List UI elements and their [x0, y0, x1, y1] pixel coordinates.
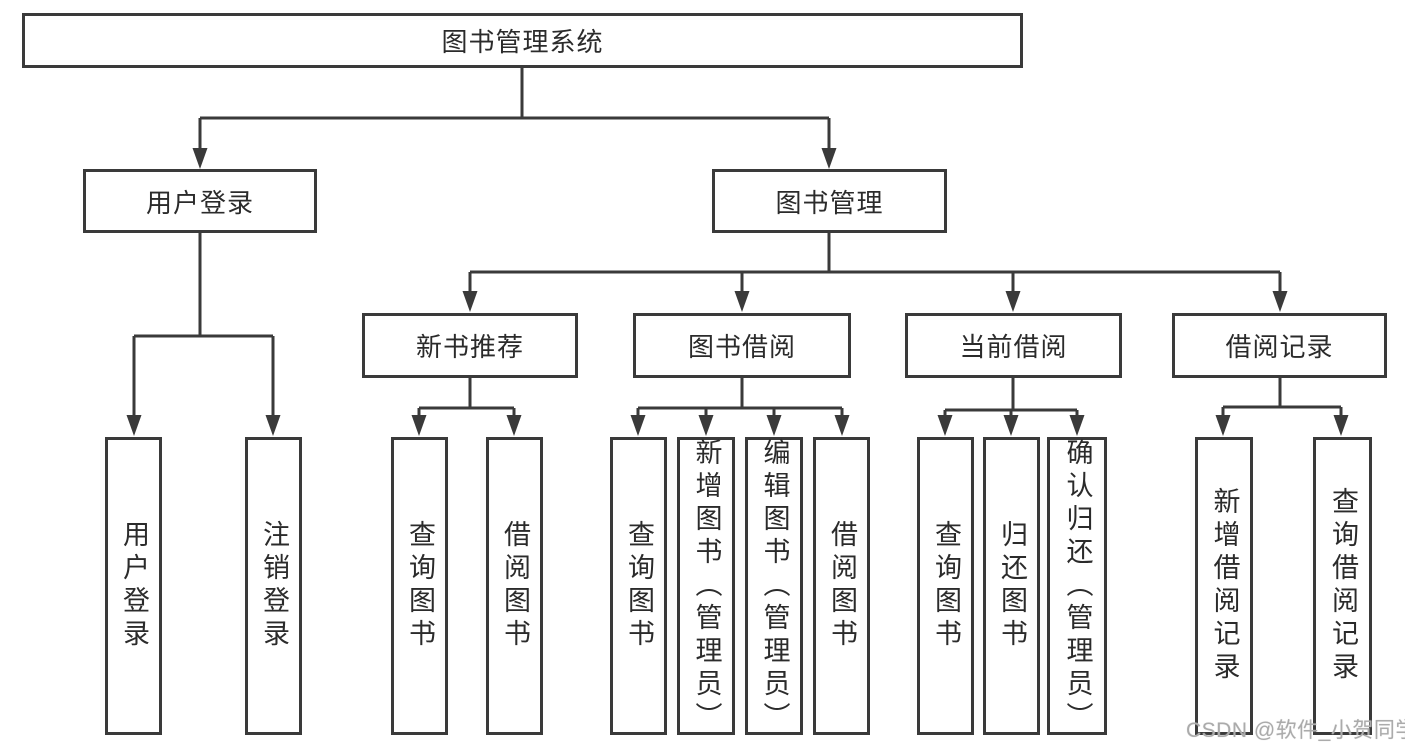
leaf-recommend-borrow-books: 借阅图书: [486, 437, 543, 735]
leaf-label: 借阅图书: [827, 520, 857, 652]
leaf-records-query-borrow-record: 查询借阅记录: [1313, 437, 1372, 735]
leaf-label: 查询图书: [931, 520, 961, 652]
leaf-label: 新增借阅记录: [1209, 487, 1240, 685]
node-label: 借阅记录: [1225, 332, 1334, 362]
leaf-borrow-query-books: 查询图书: [610, 437, 667, 735]
node-label: 当前借阅: [959, 332, 1068, 362]
leaf-label: 查询借阅记录: [1328, 487, 1358, 685]
leaf-label: 归还图书: [997, 520, 1027, 652]
leaf-current-return-books: 归还图书: [983, 437, 1040, 735]
node-label: 图书管理系统: [441, 27, 604, 57]
leaf-borrow-borrow-books: 借阅图书: [813, 437, 870, 735]
node-book-management: 图书管理: [712, 169, 947, 233]
leaf-label: 确认归还（管理员）: [1062, 437, 1093, 735]
node-user-login: 用户登录: [83, 169, 317, 233]
node-label: 新书推荐: [415, 332, 524, 362]
leaf-current-query-books: 查询图书: [917, 437, 974, 735]
leaf-label: 借阅图书: [500, 520, 530, 652]
leaf-borrow-edit-books-admin: 编辑图书（管理员）: [745, 437, 803, 735]
leaf-label: 查询图书: [405, 520, 435, 652]
node-borrowing-records: 借阅记录: [1172, 313, 1387, 378]
csdn-watermark: CSDN @软件_小贺同学: [1186, 719, 1405, 742]
leaf-logout: 注销登录: [245, 437, 302, 735]
node-new-book-recommendation: 新书推荐: [362, 313, 578, 378]
leaf-records-add-borrow-record: 新增借阅记录: [1195, 437, 1253, 735]
leaf-label: 编辑图书（管理员）: [759, 437, 790, 735]
leaf-label: 新增图书（管理员）: [691, 437, 722, 735]
leaf-recommend-query-books: 查询图书: [391, 437, 448, 735]
leaf-label: 注销登录: [259, 520, 289, 652]
node-label: 用户登录: [145, 187, 254, 218]
leaf-user-login: 用户登录: [105, 437, 162, 735]
leaf-current-confirm-return-admin: 确认归还（管理员）: [1047, 437, 1107, 735]
node-label: 图书借阅: [687, 332, 796, 362]
leaf-label: 查询图书: [624, 520, 654, 652]
node-current-borrowing: 当前借阅: [905, 313, 1122, 378]
leaf-label: 用户登录: [119, 520, 149, 652]
node-label: 图书管理: [775, 187, 884, 218]
node-root-library-system: 图书管理系统: [22, 13, 1023, 68]
node-book-borrowing: 图书借阅: [633, 313, 851, 378]
leaf-borrow-add-books-admin: 新增图书（管理员）: [677, 437, 735, 735]
